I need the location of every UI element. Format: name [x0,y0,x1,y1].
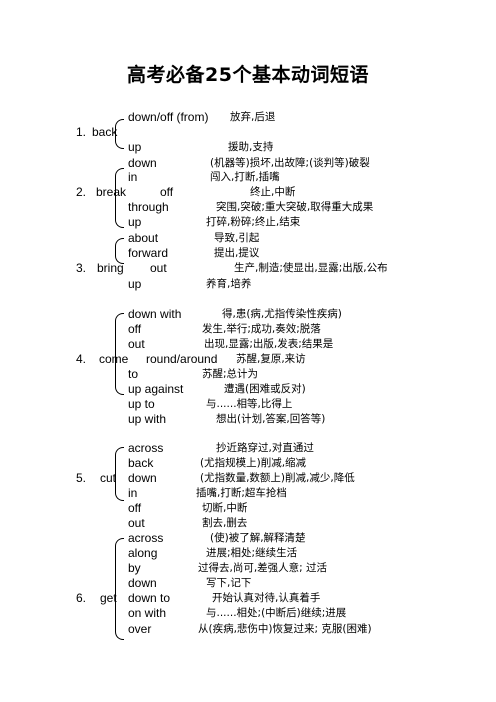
verb-particle-cn: 开始认真对待,认真着手 [212,592,321,604]
phrase-cn: 从(疾病,悲伤中)恢复过来; 克服(困难) [198,623,372,635]
verb-particle: down to [128,591,171,605]
phrase-cn: 割去,删去 [202,517,248,529]
phrase-cn: 抄近路穿过,对直通过 [216,442,314,454]
phrase-cn: 与......相等,比得上 [206,398,293,410]
phrase-en: across [128,441,164,455]
phrase-cn: 与......相处;(中断后)继续;进展 [206,607,347,619]
phrase-cn: 想出(计划,答案,回答等) [216,413,326,425]
phrase-en: off [128,322,142,336]
verb-particle-cn: (尤指数量,数额上)削减,减少,降低 [200,472,355,484]
phrase-cn: 发生,举行;成功,奏效;脱落 [202,323,321,335]
phrase-cn: 进展;相处;继续生活 [206,547,298,559]
verb-word: get [100,591,117,605]
phrase-cn: 养育,培养 [206,278,252,290]
phrase-en: on with [128,606,167,620]
phrase-en: up [128,215,142,229]
phrase-en: across [128,531,164,545]
verb-particle: off [160,185,174,199]
phrase-cn: 导致,引起 [214,232,260,244]
phrase-cn: 切断,中断 [202,502,248,514]
phrase-en: along [128,546,158,560]
phrase-en: out [128,516,145,530]
phrase-en: about [128,231,159,245]
phrase-en: down with [128,307,182,321]
phrase-cn: (使)被了解,解释清楚 [210,532,306,544]
phrase-en: back [128,456,154,470]
verb-word: come [99,352,129,366]
phrase-cn: 遭遇(困难或反对) [224,383,306,395]
phrase-cn: 插嘴,打断;超车抢档 [196,487,287,499]
verb-particle: out [150,261,167,275]
verb-number: 1. [76,125,87,139]
phrase-en: in [128,170,138,184]
brace-get [115,538,124,640]
phrase-cn: 写下,记下 [206,577,252,589]
phrase-en: up [128,277,142,291]
phrase-cn: 闯入,打断,插嘴 [210,171,280,183]
phrase-cn: 得,患(病,尤指传染性疾病) [222,308,342,320]
phrase-en: up against [128,382,184,396]
phrase-cn: 突围,突破;重大突破,取得重大成果 [216,201,374,213]
phrase-cn: 过得去,尚可,差强人意; 过活 [198,562,328,574]
verb-particle: down [128,471,157,485]
phrase-cn: 打碎,粉碎;终止,结束 [206,216,301,228]
verb-word: break [96,185,127,199]
phrase-en: up to [128,397,155,411]
phrase-en: off [128,501,142,515]
phrase-en: out [128,337,145,351]
verb-particle-cn: 终止,中断 [250,186,296,198]
verb-number: 2. [76,185,87,199]
phrase-en: down [128,156,157,170]
phrase-en: in [128,486,138,500]
verb-particle-cn: 苏醒,复原,来访 [236,353,306,365]
verb-word: back [92,125,118,139]
phrase-en: through [128,200,169,214]
phrase-cn: 放弃,后退 [230,111,276,123]
page-title: 高考必备25个基本动词短语 [127,64,369,86]
verb-number: 4. [76,352,87,366]
phrase-cn: 苏醒;总计为 [202,368,259,380]
verb-number: 6. [76,591,87,605]
phrase-cn: (尤指规模上)削减,缩减 [200,457,307,469]
verb-number: 3. [76,261,87,275]
phrase-en: over [128,622,152,636]
verb-word: cut [100,471,117,485]
verb-word: bring [97,261,124,275]
phrase-en: forward [128,246,169,260]
phrase-cn: (机器等)损坏,出故障;(谈判等)破裂 [210,157,370,169]
phrase-en: to [128,367,139,381]
verb-particle-cn: 生产,制造;使显出,显露;出版,公布 [234,262,388,274]
phrase-en: up with [128,412,167,426]
phrase-en: by [128,561,141,575]
brace-back [115,119,124,149]
phrase-cn: 出现,显露;出版,发表;结果是 [204,338,334,350]
brace-break [115,168,124,228]
phrase-cn: 提出,提议 [214,247,260,259]
brace-come [115,313,124,395]
phrase-cn: 援助,支持 [228,141,274,153]
phrase-en: down/off (from) [128,110,209,124]
phrase-en: down [128,576,157,590]
verb-number: 5. [76,471,87,485]
verb-particle: round/around [146,352,218,366]
brace-bring [115,238,124,264]
brace-cut [115,447,124,501]
phrase-en: up [128,140,142,154]
